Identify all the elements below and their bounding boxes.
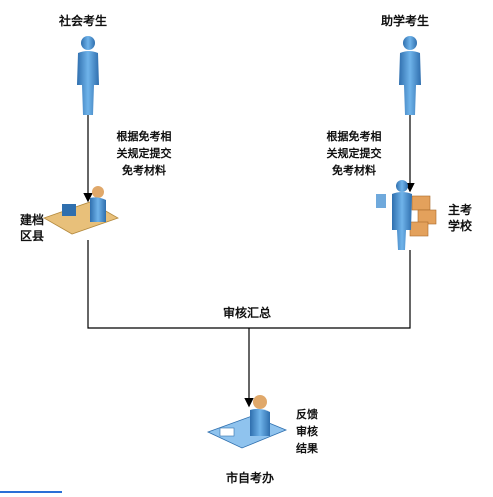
edge-label-right: 根据免考相 关规定提交 免考材料 xyxy=(318,128,390,179)
edge-label-left: 根据免考相 关规定提交 免考材料 xyxy=(108,128,180,179)
office-worker-icon xyxy=(206,395,288,449)
edge-label-feedback-line2: 审核 xyxy=(296,425,318,438)
node-label-district-line1: 建档 xyxy=(20,213,45,227)
node-label-district-line2: 区县 xyxy=(20,229,45,243)
edge-label-right-line1: 根据免考相 xyxy=(326,130,382,143)
node-label-district: 建档 区县 xyxy=(20,212,44,244)
clerk-with-files-icon xyxy=(376,180,437,250)
edge-label-left-line1: 根据免考相 xyxy=(116,130,172,143)
edge-label-feedback: 反馈 审核 结果 xyxy=(292,406,322,457)
node-label-city: 市自考办 xyxy=(226,471,275,485)
edge-label-review: 审核汇总 xyxy=(223,306,272,320)
edge-label-feedback-line3: 结果 xyxy=(296,442,318,455)
person-icon-social xyxy=(77,36,99,115)
edge-label-right-line2: 关规定提交 xyxy=(326,147,382,160)
edge-label-feedback-line1: 反馈 xyxy=(296,408,318,421)
node-label-school-line1: 主考 xyxy=(448,203,473,217)
desk-worker-icon xyxy=(43,186,119,235)
node-label-assisted: 助学考生 xyxy=(381,14,430,28)
edge-label-left-line3: 免考材料 xyxy=(122,164,166,177)
node-label-school: 主考 学校 xyxy=(448,202,472,234)
person-icon-assisted xyxy=(399,36,421,115)
edge-label-right-line3: 免考材料 xyxy=(332,164,376,177)
edge-label-left-line2: 关规定提交 xyxy=(116,147,172,160)
node-label-social: 社会考生 xyxy=(59,14,108,28)
page-accent-bar xyxy=(0,491,62,493)
node-label-school-line2: 学校 xyxy=(448,219,473,233)
